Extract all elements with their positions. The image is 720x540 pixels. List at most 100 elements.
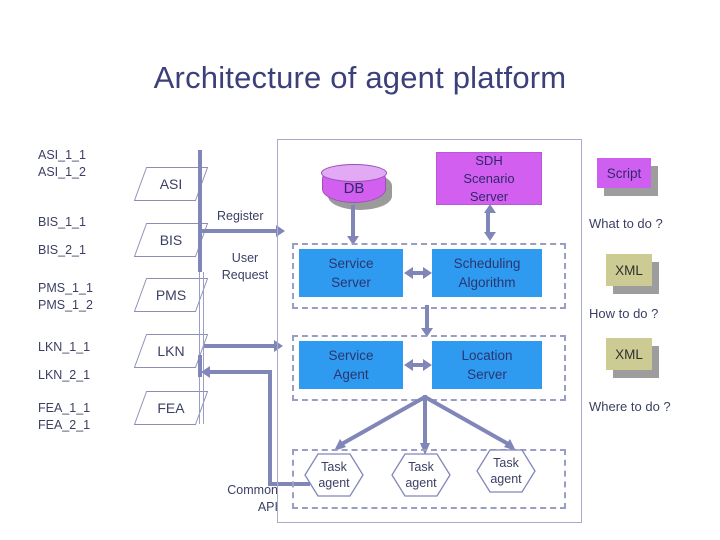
lkn-inbound-line bbox=[210, 370, 272, 374]
location-server-box[interactable]: Location Server bbox=[432, 341, 542, 389]
sdh-arrow-head-up bbox=[484, 204, 496, 213]
interface-label-lkn-line1: LKN_1_1 bbox=[38, 340, 91, 354]
question-where-to-do: Where to do ? bbox=[589, 399, 671, 414]
interface-label-fea: FEA_1_1 FEA_2_1 bbox=[38, 400, 90, 434]
task-agent-group bbox=[292, 449, 566, 509]
xml-artifact-where[interactable]: XML bbox=[606, 338, 659, 378]
module-bis-label: BIS bbox=[159, 232, 183, 248]
task-agent-1[interactable]: Task agent bbox=[303, 452, 365, 498]
module-fea-label: FEA bbox=[157, 400, 185, 416]
sdh-to-scheduling-line bbox=[486, 210, 490, 232]
task-agent-2-label: Task agent bbox=[390, 452, 452, 498]
database-label: DB bbox=[343, 179, 365, 197]
service-layer-group bbox=[292, 243, 566, 309]
task-agent-3-shape bbox=[476, 449, 536, 493]
scheduling-algorithm-box[interactable]: Scheduling Algorithm bbox=[432, 249, 542, 297]
interface-label-lkn: LKN_1_1 LKN_2_1 bbox=[38, 339, 90, 384]
interface-label-bis: BIS_1_1 BIS_2_1 bbox=[38, 214, 86, 259]
module-bus-lower-1 bbox=[199, 272, 200, 424]
layer1-arrow-head-right bbox=[423, 267, 432, 279]
connector-label-common-api: Common API bbox=[198, 482, 278, 516]
scheduling-line2: Algorithm bbox=[458, 275, 516, 290]
task-agent-3-line1: Task bbox=[493, 456, 519, 470]
service-server-line1: Service bbox=[328, 256, 374, 271]
database-cylinder[interactable]: DB bbox=[321, 164, 392, 210]
service-agent-line2: Agent bbox=[333, 367, 369, 382]
xml-artifact-how[interactable]: XML bbox=[606, 254, 659, 294]
platform-panel bbox=[277, 139, 582, 523]
interface-label-asi-line1: ASI_1_1 bbox=[38, 148, 86, 162]
task-agent-2[interactable]: Task agent bbox=[390, 452, 452, 498]
lkn-inbound-arrow-head bbox=[201, 366, 210, 378]
layer2-arrow-head-right bbox=[423, 359, 432, 371]
module-bus-middle bbox=[198, 236, 202, 272]
layer2-arrow-head-left bbox=[404, 359, 413, 371]
layer1-link-line bbox=[411, 271, 425, 275]
module-asi[interactable]: ASI bbox=[133, 167, 209, 201]
interface-label-pms: PMS_1_1 PMS_1_2 bbox=[38, 280, 93, 314]
question-what-to-do: What to do ? bbox=[589, 216, 663, 231]
sdh-arrow-head-down bbox=[484, 232, 496, 241]
task-agent-2-shape bbox=[391, 453, 451, 497]
script-artifact[interactable]: Script bbox=[597, 158, 658, 196]
db-to-service-server-arrow-head bbox=[347, 236, 359, 245]
interface-label-pms-line1: PMS_1_1 bbox=[38, 281, 93, 295]
service-server-line2: Server bbox=[331, 275, 371, 290]
script-artifact-label: Script bbox=[597, 158, 651, 188]
common-api-line2: API bbox=[257, 500, 278, 514]
lkn-outbound-arrow-head bbox=[274, 340, 283, 352]
module-lkn[interactable]: LKN bbox=[133, 334, 209, 368]
task-agent-3-label: Task agent bbox=[475, 448, 537, 494]
register-arrow-head bbox=[276, 225, 285, 237]
db-to-service-server-line bbox=[351, 205, 355, 237]
sdh-line1: SDH bbox=[475, 152, 503, 168]
task-agent-1-line2: agent bbox=[318, 476, 350, 490]
layer1-to-layer2-line bbox=[425, 305, 429, 329]
task-agent-3-line2: agent bbox=[490, 472, 522, 486]
sdh-line3: Server bbox=[469, 188, 509, 204]
task-agent-fanout bbox=[334, 395, 516, 455]
layer2-link-line bbox=[411, 363, 425, 367]
user-request-line2: Request bbox=[221, 268, 269, 282]
service-agent-box[interactable]: Service Agent bbox=[299, 341, 403, 389]
task-agent-2-line2: agent bbox=[405, 476, 437, 490]
interface-label-bis-line1: BIS_1_1 bbox=[38, 215, 86, 229]
interface-label-pms-line2: PMS_1_2 bbox=[38, 298, 93, 312]
page-title: Architecture of agent platform bbox=[153, 60, 567, 95]
interface-label-asi-line2: ASI_1_2 bbox=[38, 165, 86, 179]
interface-label-asi: ASI_1_1 ASI_1_2 bbox=[38, 147, 86, 181]
task-agent-1-shape bbox=[304, 453, 364, 497]
module-bus-return-stub bbox=[198, 355, 202, 377]
common-api-line bbox=[268, 482, 310, 486]
interface-label-bis-line2: BIS_2_1 bbox=[38, 243, 86, 257]
database-top bbox=[321, 164, 387, 182]
interface-label-lkn-line2: LKN_2_1 bbox=[38, 368, 91, 382]
module-lkn-label: LKN bbox=[157, 343, 185, 359]
layer1-to-layer2-arrow-head bbox=[421, 328, 433, 337]
module-bis[interactable]: BIS bbox=[133, 223, 209, 257]
module-bus-upper bbox=[198, 150, 202, 236]
module-asi-label: ASI bbox=[159, 176, 183, 192]
location-server-line1: Location bbox=[461, 348, 513, 363]
interface-label-fea-line2: FEA_2_1 bbox=[38, 418, 91, 432]
service-server-box[interactable]: Service Server bbox=[299, 249, 403, 297]
interface-label-fea-line1: FEA_1_1 bbox=[38, 401, 91, 415]
connector-label-register: Register bbox=[217, 209, 264, 223]
xml-artifact-where-label: XML bbox=[606, 338, 652, 370]
user-request-line1: User bbox=[231, 251, 259, 265]
sdh-line2: Scenario bbox=[463, 170, 515, 186]
module-bus-lower-2 bbox=[203, 272, 204, 424]
module-pms[interactable]: PMS bbox=[133, 278, 209, 312]
xml-artifact-how-label: XML bbox=[606, 254, 652, 286]
question-how-to-do: How to do ? bbox=[589, 306, 659, 321]
service-agent-line1: Service bbox=[328, 348, 374, 363]
lkn-outbound-line bbox=[204, 344, 276, 348]
task-agent-3[interactable]: Task agent bbox=[475, 448, 537, 494]
task-agent-1-line1: Task bbox=[321, 460, 347, 474]
sdh-scenario-server[interactable]: SDH Scenario Server bbox=[436, 152, 542, 205]
task-agent-1-label: Task agent bbox=[303, 452, 365, 498]
module-fea[interactable]: FEA bbox=[133, 391, 209, 425]
layer1-arrow-head-left bbox=[404, 267, 413, 279]
task-agent-2-line1: Task bbox=[408, 460, 434, 474]
